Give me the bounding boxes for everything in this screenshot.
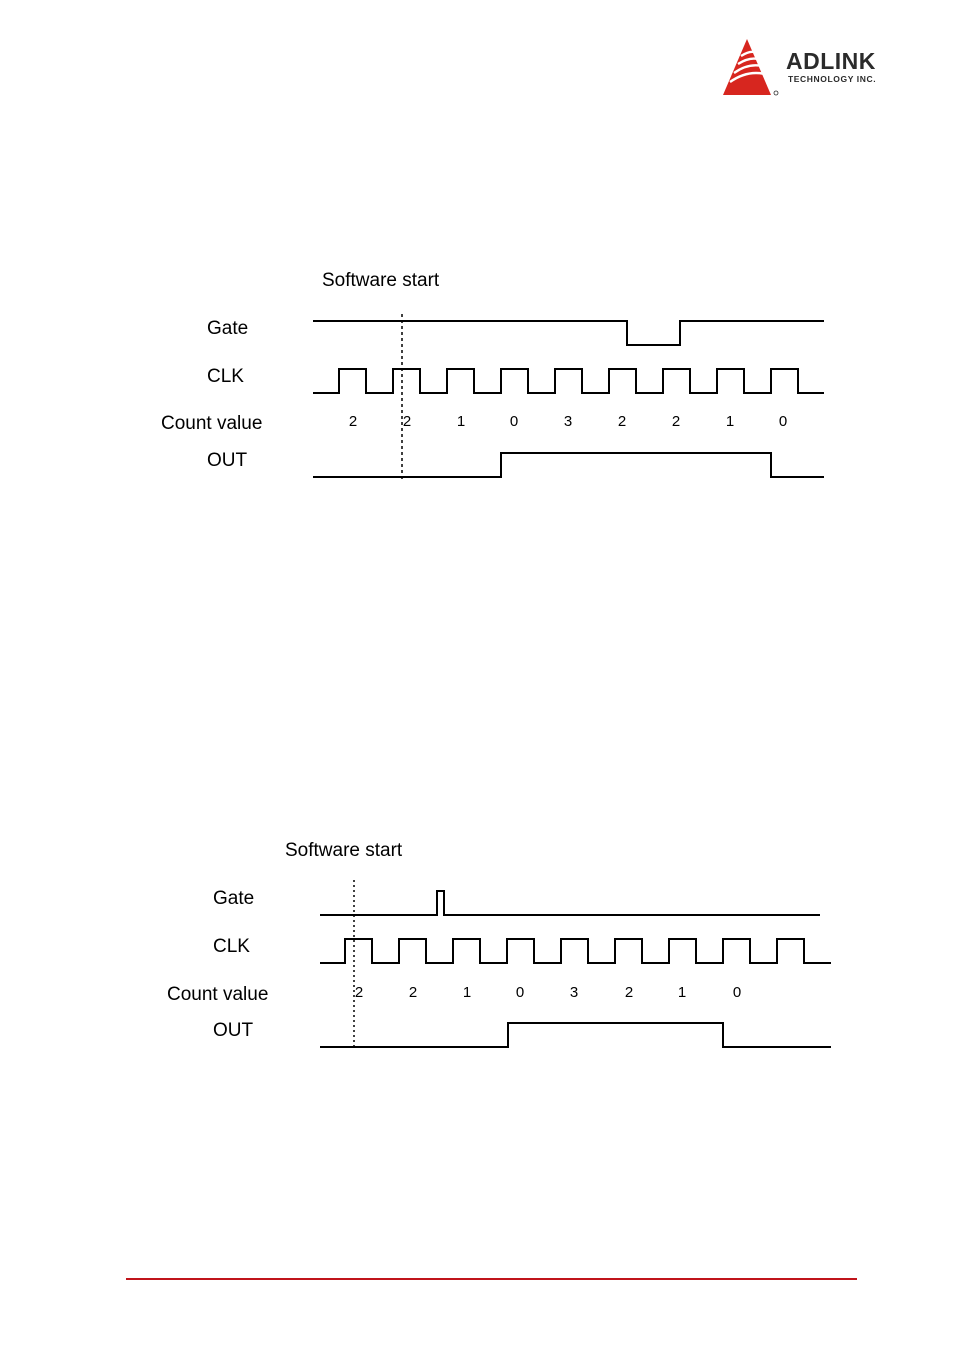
count-value: 0 — [516, 984, 524, 1001]
count-value: 2 — [349, 413, 357, 430]
clk-waveform — [320, 939, 831, 963]
out-waveform — [313, 453, 824, 477]
count-value: 2 — [618, 413, 626, 430]
software-start-label: Software start — [285, 840, 403, 861]
footer-divider — [126, 1278, 857, 1280]
count-value: 1 — [457, 413, 465, 430]
count-value: 2 — [409, 984, 417, 1001]
adlink-logo: ADLINK TECHNOLOGY INC. — [722, 38, 912, 98]
clk-label: CLK — [213, 936, 250, 957]
software-start-label: Software start — [322, 270, 440, 291]
clk-label: CLK — [207, 366, 244, 387]
out-label: OUT — [213, 1020, 254, 1041]
clk-waveform — [313, 369, 824, 393]
out-label: OUT — [207, 450, 248, 471]
gate-label: Gate — [207, 318, 248, 339]
count-value: 0 — [733, 984, 741, 1001]
gate-label: Gate — [213, 888, 254, 909]
count-value: 2 — [672, 413, 680, 430]
count-value: 2 — [625, 984, 633, 1001]
count-value: 2 — [355, 984, 363, 1001]
brand-name: ADLINK — [786, 50, 876, 73]
count-value-label: Count value — [167, 984, 268, 1005]
brand-tagline: TECHNOLOGY INC. — [788, 74, 876, 84]
count-value: 3 — [564, 413, 572, 430]
count-value: 2 — [403, 413, 411, 430]
count-value: 0 — [779, 413, 787, 430]
count-value-label: Count value — [161, 413, 262, 434]
count-value: 1 — [678, 984, 686, 1001]
count-value: 3 — [570, 984, 578, 1001]
out-waveform — [320, 1023, 831, 1047]
count-value: 1 — [463, 984, 471, 1001]
gate-waveform — [320, 891, 820, 915]
gate-waveform — [313, 321, 824, 345]
count-value: 0 — [510, 413, 518, 430]
adlink-triangle-icon — [722, 38, 786, 98]
count-value: 1 — [726, 413, 734, 430]
